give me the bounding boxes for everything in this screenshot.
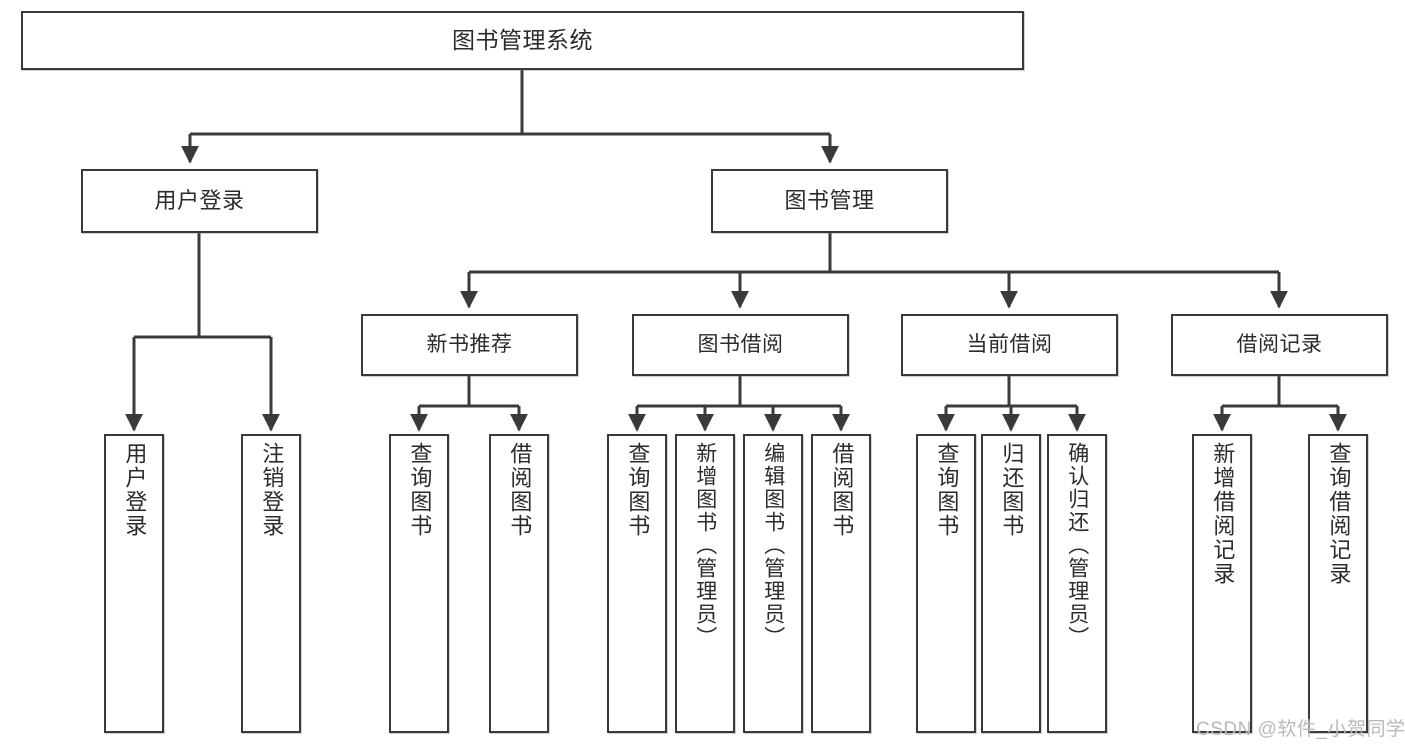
- node-label: 用户登录: [154, 188, 245, 214]
- leaf-borrow-book-recommend[interactable]: 借阅图书: [489, 434, 549, 733]
- node-label: 借阅图书: [829, 442, 855, 538]
- node-label: 新增图书（管理员）: [693, 442, 717, 649]
- node-label: 新书推荐: [426, 332, 513, 356]
- node-book-management[interactable]: 图书管理: [711, 169, 948, 233]
- node-label: 当前借阅: [966, 332, 1053, 356]
- leaf-user-login[interactable]: 用户登录: [104, 434, 164, 733]
- node-label: 确认归还（管理员）: [1065, 442, 1089, 649]
- node-label: 图书管理: [784, 188, 875, 214]
- node-label: 用户登录: [122, 442, 148, 538]
- node-user-login[interactable]: 用户登录: [81, 169, 318, 233]
- node-label: 借阅记录: [1236, 332, 1323, 356]
- leaf-edit-book-admin[interactable]: 编辑图书（管理员）: [743, 434, 803, 733]
- leaf-logout-login[interactable]: 注销登录: [241, 434, 301, 733]
- node-label: 图书借阅: [697, 332, 784, 356]
- node-book-borrow[interactable]: 图书借阅: [632, 314, 849, 376]
- node-borrow-record[interactable]: 借阅记录: [1171, 314, 1388, 376]
- leaf-add-borrow-record[interactable]: 新增借阅记录: [1192, 434, 1252, 733]
- node-label: 查询图书: [934, 442, 960, 538]
- node-label: 查询借阅记录: [1326, 442, 1352, 586]
- node-label: 借阅图书: [507, 442, 533, 538]
- leaf-query-book-recommend[interactable]: 查询图书: [389, 434, 449, 733]
- node-label: 归还图书: [999, 442, 1025, 538]
- leaf-confirm-return-admin[interactable]: 确认归还（管理员）: [1047, 434, 1107, 733]
- leaf-query-book-borrow[interactable]: 查询图书: [607, 434, 667, 733]
- leaf-return-book[interactable]: 归还图书: [981, 434, 1041, 733]
- node-new-book-recommend[interactable]: 新书推荐: [361, 314, 578, 376]
- leaf-borrow-book[interactable]: 借阅图书: [811, 434, 871, 733]
- leaf-add-book-admin[interactable]: 新增图书（管理员）: [675, 434, 735, 733]
- node-label: 查询图书: [407, 442, 433, 538]
- node-label: 编辑图书（管理员）: [761, 442, 785, 649]
- leaf-query-borrow-record[interactable]: 查询借阅记录: [1308, 434, 1368, 733]
- node-label: 图书管理系统: [452, 26, 593, 53]
- node-label: 查询图书: [625, 442, 651, 538]
- leaf-query-book-current[interactable]: 查询图书: [916, 434, 976, 733]
- node-root-book-management-system[interactable]: 图书管理系统: [21, 11, 1024, 70]
- watermark: CSDN @软件_小贺同学: [1196, 719, 1405, 740]
- node-current-borrow[interactable]: 当前借阅: [901, 314, 1118, 376]
- node-label: 新增借阅记录: [1210, 442, 1236, 586]
- node-label: 注销登录: [259, 442, 285, 538]
